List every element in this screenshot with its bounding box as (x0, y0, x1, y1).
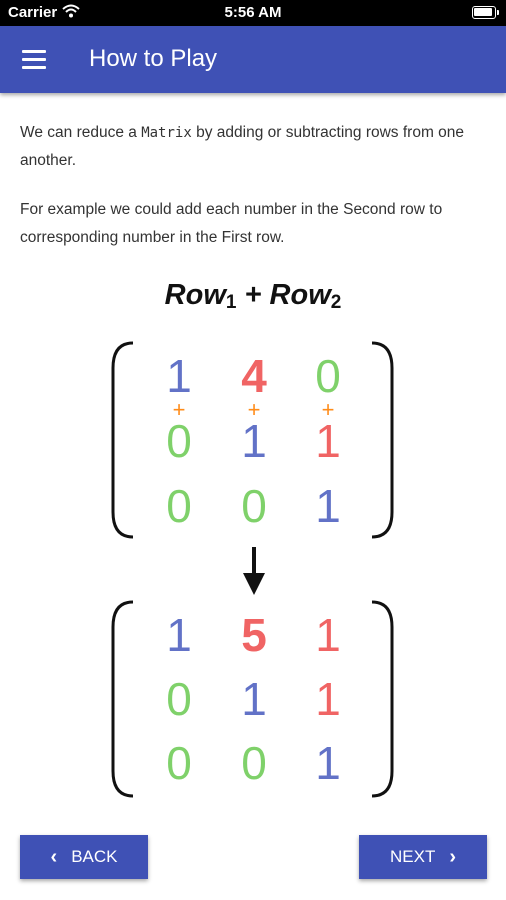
matrix-cell: 0 (166, 480, 192, 532)
matrix-cell: 1 (315, 737, 341, 789)
right-bracket (371, 341, 394, 539)
matrix-cell: 0 (166, 737, 192, 789)
formula-sub1: 1 (225, 292, 237, 313)
plus-sign: + (248, 397, 261, 422)
battery-icon (472, 6, 499, 19)
matrix-after: 1 5 1 0 1 1 0 0 1 (111, 600, 394, 798)
matrix-cell: 1 (241, 415, 267, 467)
formula-term2: Row (269, 279, 331, 311)
down-arrow-icon (243, 547, 265, 595)
plus-sign: + (322, 397, 335, 422)
left-bracket (111, 341, 134, 539)
matrix-cell: 1 (315, 673, 341, 725)
next-button[interactable]: NEXT › (359, 835, 487, 879)
carrier-label: Carrier (8, 4, 58, 21)
matrix-cell: 1 (166, 350, 192, 402)
matrix-cell: 1 (166, 609, 192, 661)
matrix-cell: 0 (241, 480, 267, 532)
matrix-cell: 0 (315, 350, 341, 402)
intro-text-start: We can reduce a (20, 124, 142, 141)
matrix-illustration: 1 4 0 + + + 0 1 1 0 0 1 1 5 1 0 1 1 0 0 … (111, 341, 394, 798)
matrix-before: 1 4 0 + + + 0 1 1 0 0 1 (111, 341, 394, 539)
formula-sub2: 2 (330, 292, 342, 313)
page-title: How to Play (89, 45, 218, 72)
example-paragraph: For example we could add each number in … (20, 201, 443, 246)
status-time: 5:56 AM (224, 4, 282, 21)
formula-term1: Row (164, 279, 226, 311)
matrix-cell: 1 (315, 480, 341, 532)
chevron-right-icon: › (449, 845, 456, 868)
next-button-label: NEXT (389, 847, 436, 866)
app-bar: How to Play (0, 26, 506, 93)
hamburger-menu-icon[interactable] (22, 50, 46, 70)
matrix-cell: 1 (315, 415, 341, 467)
matrix-cell: 0 (166, 673, 192, 725)
back-button[interactable]: ‹ BACK (20, 835, 148, 879)
matrix-cell: 4 (241, 350, 267, 402)
left-bracket (111, 600, 134, 798)
chevron-left-icon: ‹ (50, 845, 58, 868)
intro-paragraph: We can reduce a Matrix by adding or subt… (20, 119, 486, 175)
right-bracket (371, 600, 394, 798)
matrix-cell: 1 (241, 673, 267, 725)
row-operation-formula: Row1 + Row2 (0, 279, 506, 313)
back-button-label: BACK (71, 847, 118, 866)
plus-sign: + (173, 397, 186, 422)
formula-operator: + (236, 279, 270, 311)
matrix-cell: 0 (166, 415, 192, 467)
intro-text-end: by adding or subtracting rows from one a… (20, 124, 465, 169)
status-bar: Carrier 5:56 AM (0, 0, 506, 26)
matrix-cell: 5 (241, 609, 267, 661)
matrix-cell: 1 (315, 609, 341, 661)
matrix-keyword: Matrix (141, 125, 192, 141)
matrix-cell: 0 (241, 737, 267, 789)
wifi-icon (62, 4, 80, 18)
